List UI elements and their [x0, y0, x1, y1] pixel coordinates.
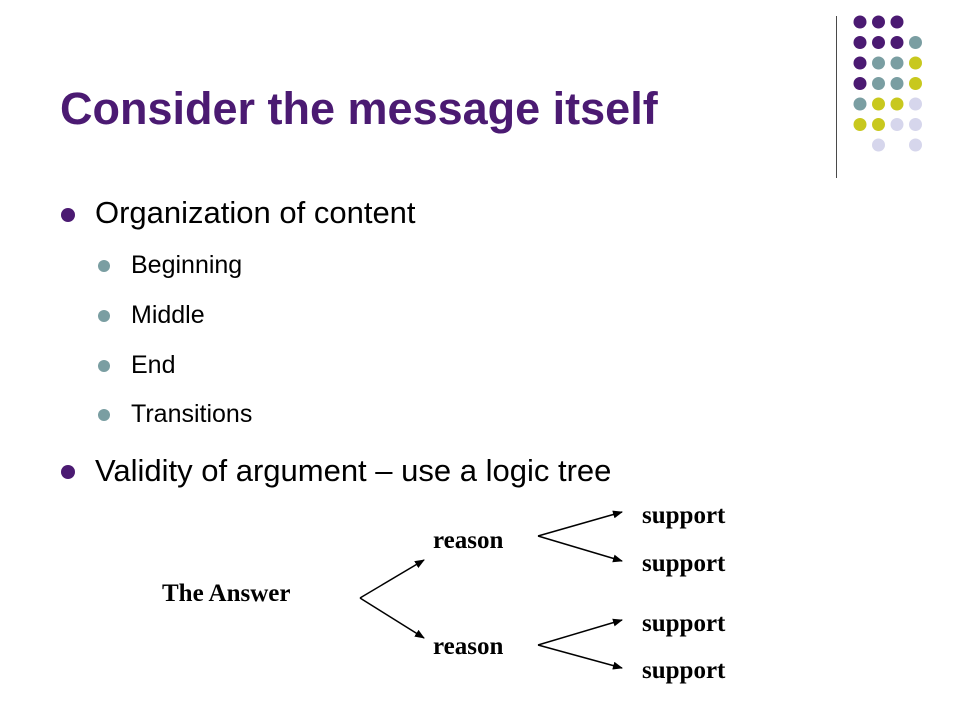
decorative-dot	[890, 97, 904, 111]
decorative-dot	[872, 138, 885, 152]
arrow-reason-1-to-support-1	[537, 510, 623, 537]
decorative-dot	[890, 56, 904, 70]
decorative-dot	[853, 118, 867, 131]
decorative-dot	[872, 36, 885, 49]
sub-bullet-middle: Middle	[131, 301, 205, 329]
logic-tree-support-3: support	[642, 610, 726, 637]
bullet-dot	[61, 208, 75, 222]
slide-title: Consider the message itself	[60, 83, 658, 134]
decorative-dot	[909, 97, 922, 111]
decorative-dot	[909, 36, 922, 49]
decorative-dot	[872, 77, 885, 90]
logic-tree-reason-2: reason	[433, 633, 504, 660]
logic-tree-support-1: support	[642, 502, 726, 529]
decorative-dot	[909, 56, 922, 70]
header-divider-line	[836, 16, 837, 178]
decorative-dot	[872, 97, 885, 111]
bullet-validity-of-argument: Validity of argument – use a logic tree	[95, 453, 612, 488]
arrow-reason-2-to-support-2	[537, 644, 623, 670]
sub-bullet-dot	[98, 260, 110, 272]
decorative-dot	[872, 118, 885, 131]
logic-tree-reason-1: reason	[433, 527, 504, 554]
decorative-dot	[872, 56, 885, 70]
bullet-organization-of-content: Organization of content	[95, 195, 416, 230]
decorative-dot	[853, 77, 867, 90]
logic-tree-support-2: support	[642, 550, 726, 577]
logic-tree-support-4: support	[642, 657, 726, 684]
decorative-dot	[890, 36, 904, 49]
arrow-root-to-reason-1	[359, 559, 425, 599]
sub-bullet-beginning: Beginning	[131, 251, 243, 279]
sub-bullet-end: End	[131, 351, 176, 379]
decorative-dot	[890, 118, 904, 131]
arrow-root-to-reason-2	[359, 597, 425, 639]
decorative-dot	[909, 138, 922, 152]
logic-tree-root: The Answer	[162, 580, 291, 607]
sub-bullet-dot	[98, 310, 110, 322]
decorative-dot	[853, 36, 867, 49]
decorative-dot	[853, 15, 867, 29]
decorative-dot	[909, 77, 922, 90]
decorative-dot	[853, 56, 867, 70]
sub-bullet-dot	[98, 360, 110, 372]
sub-bullet-dot	[98, 409, 110, 421]
decorative-dot	[872, 15, 885, 29]
decorative-dot	[890, 77, 904, 90]
decorative-dot	[890, 15, 904, 29]
bullet-dot	[61, 465, 75, 479]
sub-bullet-transitions: Transitions	[131, 400, 253, 428]
decorative-dot	[853, 97, 867, 111]
arrow-reason-2-to-support-1	[537, 618, 623, 646]
decorative-dot	[909, 118, 922, 131]
arrow-reason-1-to-support-2	[537, 535, 623, 563]
